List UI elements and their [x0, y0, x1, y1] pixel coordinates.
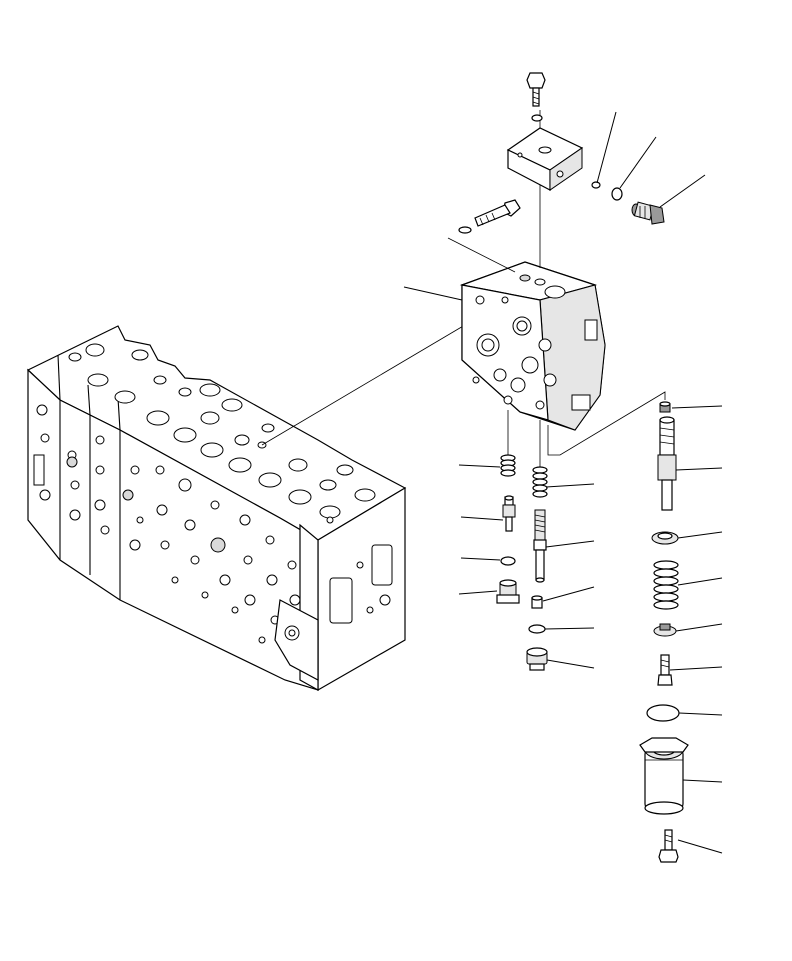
spring-seat-right — [651, 531, 679, 545]
retainer-right — [653, 623, 677, 637]
spool-left — [502, 495, 516, 532]
block-end-plate — [274, 516, 393, 692]
axis-line-right — [547, 391, 666, 456]
block-top-ports — [68, 343, 376, 519]
spring-left — [500, 454, 516, 477]
spool-mid — [533, 509, 547, 583]
o-ring-left — [500, 556, 516, 566]
assembly-reference-line — [261, 321, 471, 446]
main-valve-block — [26, 325, 407, 692]
plug-fitting — [631, 201, 665, 225]
o-ring — [611, 187, 623, 201]
callout-leaders — [403, 111, 723, 854]
piston-right — [657, 416, 677, 511]
bolt-axis-line — [447, 237, 516, 273]
block-front-ports — [33, 404, 305, 650]
bottom-bolt — [658, 829, 679, 863]
spring-right — [653, 560, 679, 610]
cap-housing — [639, 737, 689, 815]
small-o-ring — [591, 181, 601, 189]
o-ring-mid — [528, 624, 546, 634]
valve-section-body — [459, 261, 606, 431]
cap-small — [659, 401, 671, 413]
long-bolt — [474, 199, 521, 227]
small-plug-mid — [531, 595, 543, 609]
bolt-washer — [458, 226, 472, 234]
screw-right — [657, 654, 673, 686]
plug-mid — [526, 647, 548, 671]
cover-block — [506, 127, 584, 191]
plug-left — [496, 579, 520, 604]
top-washer — [531, 114, 543, 122]
top-bolt — [526, 72, 546, 107]
o-ring-large — [646, 704, 680, 722]
spring-mid — [532, 466, 548, 498]
